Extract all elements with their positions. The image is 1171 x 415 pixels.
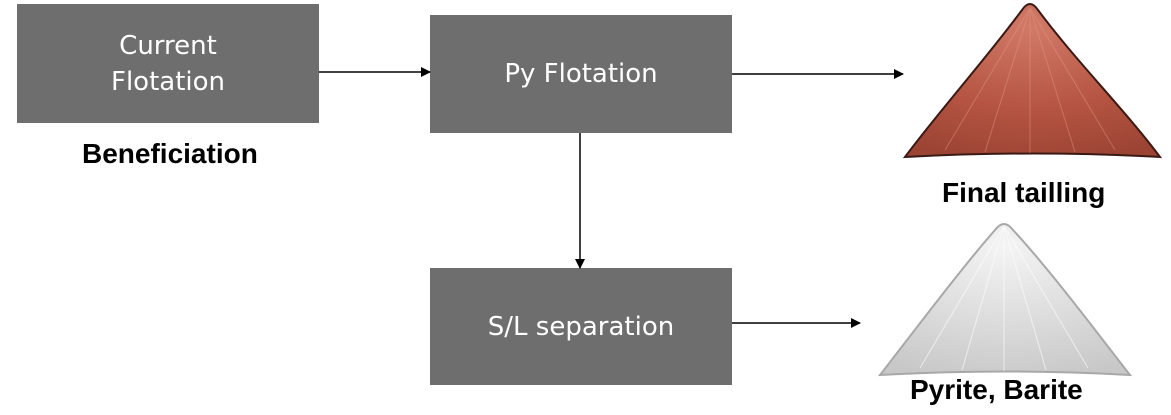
pyrite-barite-label: Pyrite, Barite (910, 374, 1083, 405)
beneficiation-label: Beneficiation (82, 138, 258, 169)
current-flotation-line2: Flotation (110, 66, 226, 97)
py-flotation-label: Py Flotation (504, 59, 658, 89)
final-tailling-label: Final tailling (942, 177, 1106, 208)
current-flotation-line1: Current (119, 30, 217, 61)
py-flotation-box: Py Flotation (430, 15, 732, 133)
sl-separation-box: S/L separation (430, 268, 732, 385)
pyrite-barite-pile (877, 223, 1133, 377)
sl-separation-label: S/L separation (487, 311, 675, 342)
current-flotation-box: Current Flotation (17, 4, 319, 123)
final-tailling-pile (902, 3, 1163, 159)
